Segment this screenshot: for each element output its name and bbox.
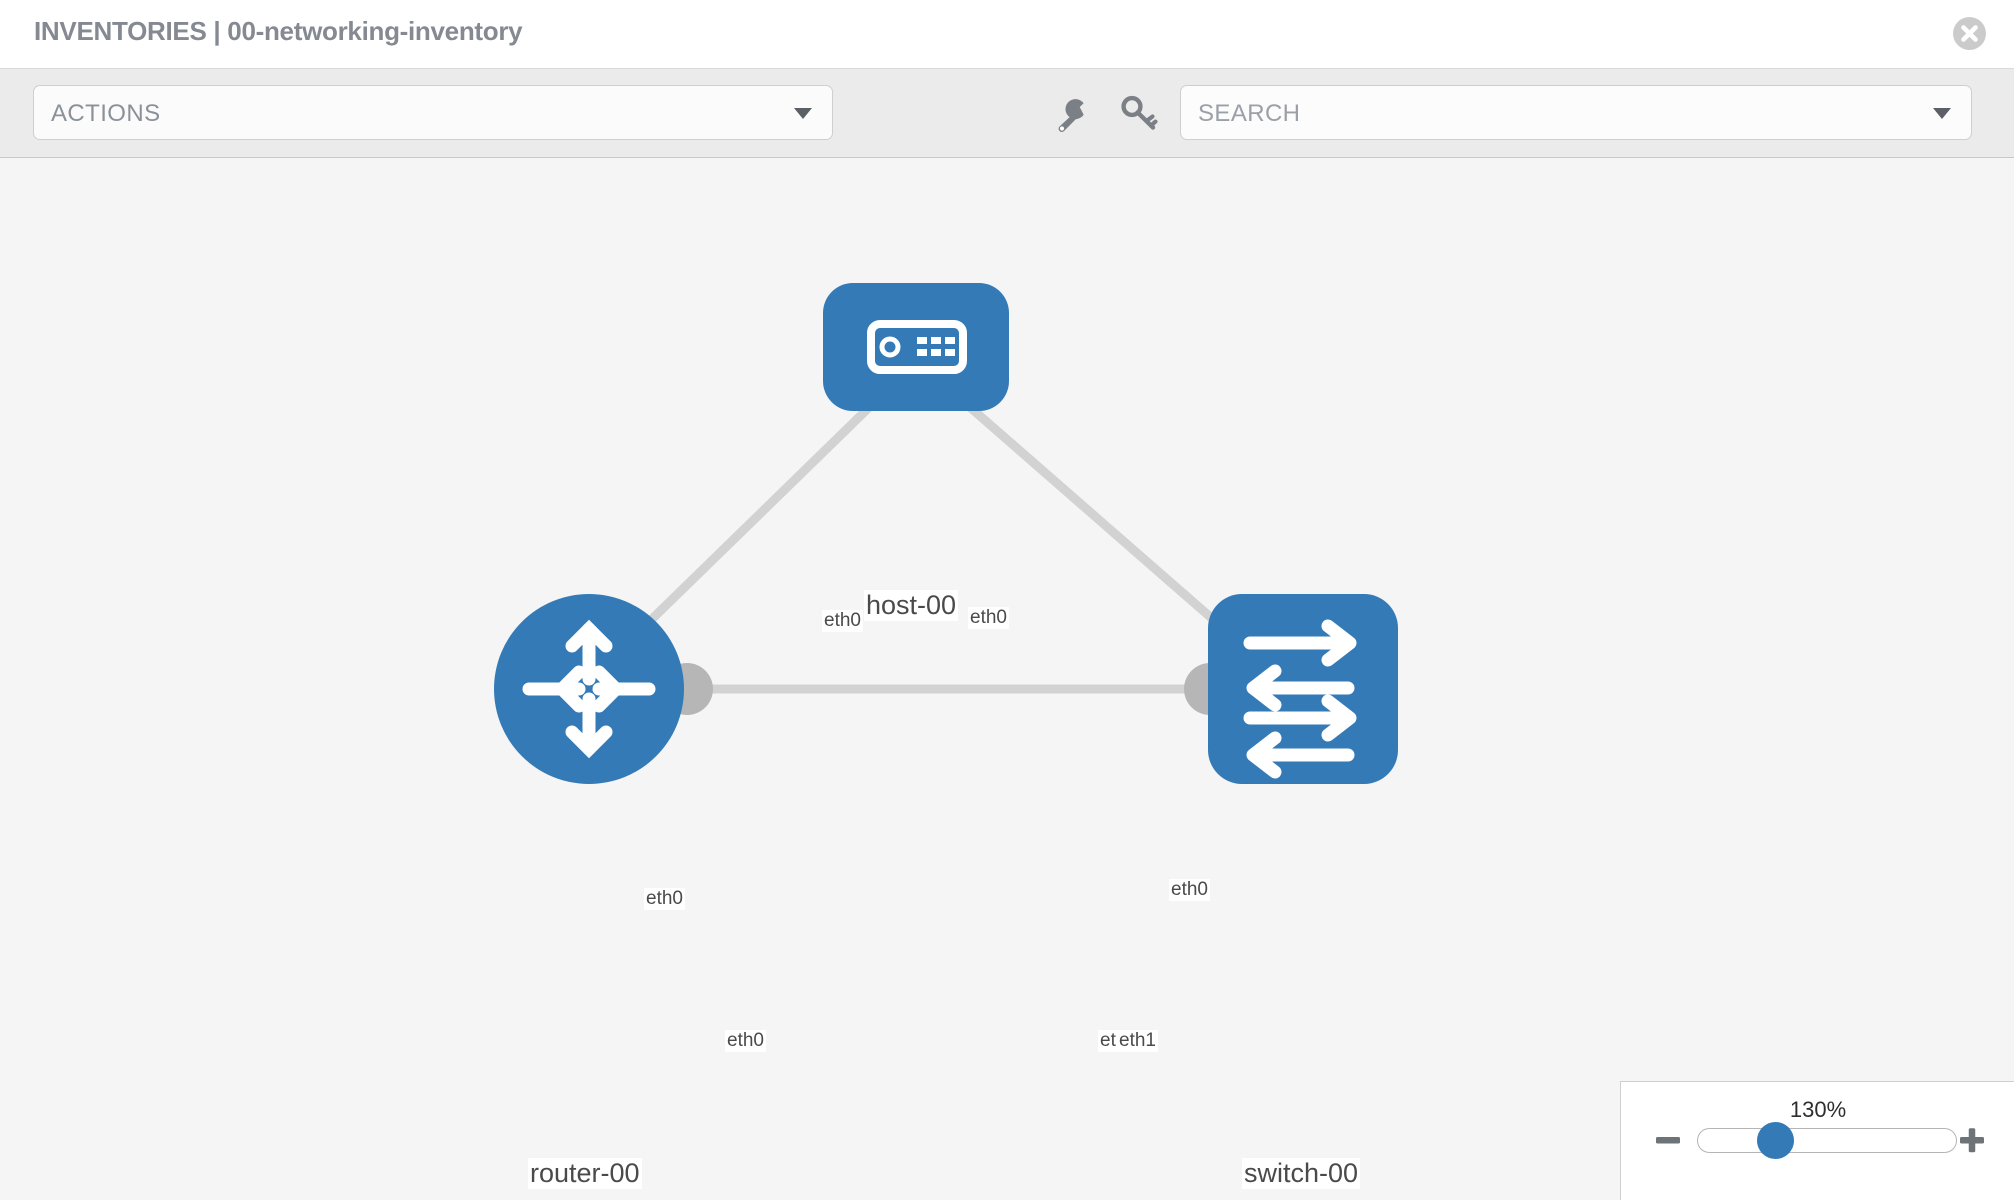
search-placeholder: SEARCH	[1198, 100, 1301, 127]
close-icon	[1961, 25, 1978, 42]
switch-arrows-icon	[1243, 619, 1357, 779]
node-label-router-00: router-00	[528, 1158, 642, 1189]
zoom-level-value: 130%	[1789, 1097, 1847, 1122]
topology-canvas[interactable]: host-00 router-00 switch-00 eth0 eth0 et…	[0, 158, 2014, 1200]
key-icon	[1121, 95, 1158, 130]
page-header: INVENTORIES | 00-networking-inventory	[0, 0, 2014, 68]
key-button[interactable]	[1117, 91, 1161, 135]
router-arrows-icon	[522, 619, 656, 759]
port-label-switch00-eth1: eth1	[1117, 1030, 1158, 1052]
edge-host00-router00[interactable]	[608, 384, 893, 662]
node-switch-00[interactable]	[1208, 594, 1398, 784]
close-button[interactable]	[1953, 17, 1986, 50]
node-host-00[interactable]	[823, 283, 1009, 411]
server-icon	[867, 320, 967, 374]
chevron-down-icon	[794, 107, 812, 119]
node-label-switch-00: switch-00	[1242, 1158, 1361, 1189]
port-label-switch00-eth0-uplink: eth0	[1169, 879, 1210, 901]
node-label-host-00: host-00	[864, 590, 959, 621]
zoom-slider-thumb[interactable]	[1757, 1122, 1794, 1159]
chevron-down-icon	[1933, 107, 1951, 119]
port-label-router00-eth0: eth0	[725, 1030, 766, 1052]
topology-graph	[494, 283, 1398, 784]
zoom-out-button[interactable]	[1654, 1126, 1682, 1154]
actions-dropdown[interactable]: ACTIONS	[33, 85, 833, 140]
search-input[interactable]: SEARCH	[1180, 85, 1972, 140]
wrench-icon	[1058, 99, 1084, 132]
minus-icon	[1656, 1137, 1680, 1144]
zoom-slider-track[interactable]	[1697, 1128, 1957, 1153]
plus-icon	[1960, 1128, 1984, 1153]
zoom-control: 130%	[1620, 1081, 2014, 1200]
port-label-host00-eth0-left: eth0	[822, 610, 863, 632]
wrench-button[interactable]	[1050, 91, 1094, 135]
page-title: INVENTORIES | 00-networking-inventory	[34, 16, 523, 46]
node-router-00[interactable]	[494, 594, 684, 784]
port-label-host00-eth0-right: eth0	[968, 607, 1009, 629]
toolbar: ACTIONS SEARCH	[0, 68, 2014, 158]
port-label-router00-eth0-uplink: eth0	[644, 888, 685, 910]
zoom-in-button[interactable]	[1958, 1126, 1986, 1154]
topology-edges	[608, 384, 1266, 694]
actions-dropdown-label: ACTIONS	[51, 100, 161, 127]
